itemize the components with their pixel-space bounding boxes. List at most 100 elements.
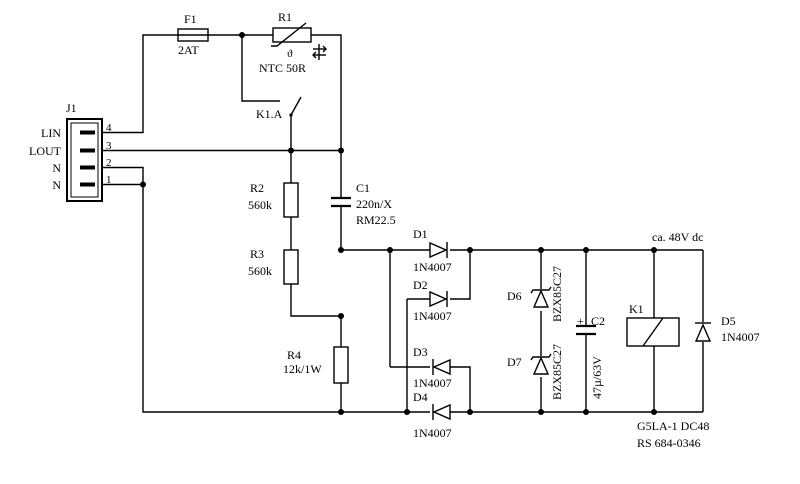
zener-triangle: [532, 356, 550, 375]
diode-value: 1N4007: [413, 376, 452, 390]
diode-anode-triangle: [432, 358, 451, 376]
diode-value: 1N4007: [721, 330, 760, 344]
junction-dot: [651, 409, 657, 415]
junction-dot: [538, 247, 544, 253]
connector-pin-2: [80, 165, 95, 170]
resistor-body: [333, 346, 349, 384]
contact-blade: [290, 96, 302, 116]
ntc-ref: R1: [278, 10, 292, 24]
coil-part: G5LA-1 DC48: [637, 419, 709, 433]
ntc-slash: [271, 22, 307, 47]
pin-number-4: 4: [106, 122, 112, 134]
connector-pin-4: [80, 130, 95, 135]
resistor-value: 560k: [248, 198, 272, 212]
diode-d2: D2 1N4007: [413, 278, 452, 323]
resistor-ref: R2: [250, 181, 264, 195]
ntc-body: [272, 27, 312, 43]
coil-order-number: RS 684-0346: [637, 436, 701, 450]
wire-d3-out: [450, 366, 471, 412]
resistor-ref: R4: [287, 348, 301, 362]
junction-dot: [387, 247, 393, 253]
wire-lin: [102, 34, 178, 134]
junction-dot: [140, 181, 146, 188]
connector-pin-1: [80, 182, 95, 187]
pin-number-3: 3: [106, 140, 112, 152]
resistor-value: 560k: [248, 264, 272, 278]
connector-ref: J1: [66, 101, 77, 115]
junction-dot: [538, 409, 544, 415]
junction-dot: [467, 409, 473, 415]
supply-voltage-label: ca. 48V dc: [652, 230, 703, 244]
diode-d5: D5 1N4007: [694, 314, 760, 344]
diode-anode-triangle: [432, 403, 451, 421]
contact-ref: K1.A: [256, 107, 283, 121]
junction-dot: [404, 409, 410, 415]
junction-dot: [338, 247, 344, 253]
pin-label-n2: N: [52, 161, 61, 175]
diode-ref: D3: [413, 345, 428, 359]
capacitor-value: 47µ/63V: [590, 356, 604, 399]
capacitor-value: 220n/X: [356, 197, 392, 211]
junction-dot: [239, 32, 245, 38]
zener-ref: D6: [507, 289, 522, 303]
capacitor-ref: C1: [356, 181, 370, 195]
ntc-r1: R1 ϑ NTC 50R: [259, 10, 327, 75]
wires: [102, 34, 704, 413]
fuse-ref: F1: [184, 12, 197, 26]
capacitor-pitch: RM22.5: [356, 213, 396, 227]
wire-neutral-bottom: [142, 184, 341, 413]
junction-dot: [288, 147, 294, 154]
capacitor-c2: + C2 47µ/63V: [576, 314, 605, 399]
diode-value: 1N4007: [413, 426, 452, 440]
resistor-r2: R2 560k: [248, 181, 299, 218]
pin-number-2: 2: [106, 157, 112, 169]
diode-value: 1N4007: [413, 260, 452, 274]
junction-dot: [467, 247, 473, 253]
resistor-r3: R3 560k: [248, 247, 299, 285]
relay-contact-k1a: K1.A: [256, 96, 302, 121]
junction-dot: [651, 247, 657, 253]
junction-dot: [583, 409, 589, 415]
zener-value-d7: BZX85C27: [550, 344, 564, 400]
zener-cathode-bar: [530, 286, 552, 294]
resistor-r4: R4 12k/1W: [283, 346, 349, 384]
diode-ref: D2: [413, 278, 428, 292]
relay-coil-k1: K1 G5LA-1 DC48 RS 684-0346: [626, 302, 709, 450]
diode-ref: D5: [721, 314, 736, 328]
resistor-body: [283, 249, 299, 285]
wire-to-contact: [241, 35, 280, 102]
diode-anode-triangle: [429, 241, 448, 259]
resistor-ref: R3: [250, 247, 264, 261]
pin-label-n1: N: [52, 178, 61, 192]
diode-anode-triangle: [694, 323, 712, 342]
connector-inner: [70, 122, 99, 198]
zener-d7: D7: [507, 353, 552, 375]
diode-ref: D1: [413, 227, 428, 241]
zener-triangle: [532, 289, 550, 308]
pin-label-lout: LOUT: [29, 144, 62, 158]
junctions: [140, 32, 657, 415]
diode-d3: D3 1N4007: [413, 345, 452, 390]
junction-dot: [338, 147, 344, 154]
diode-anode-triangle: [429, 290, 448, 308]
zener-value-d6: BZX85C27: [550, 266, 564, 322]
zener-ref: D7: [507, 355, 522, 369]
connector-j1: J1 LIN LOUT N N 4 3 2 1: [29, 101, 112, 202]
capacitor-polarity: +: [577, 314, 584, 328]
pin-number-1: 1: [106, 174, 112, 186]
zener-d6: D6: [507, 286, 552, 308]
resistor-value: 12k/1W: [283, 362, 322, 376]
temperature-arrows-icon: [312, 44, 327, 60]
wire-r3-bottom: [290, 284, 341, 317]
contact-pivot: [289, 113, 293, 117]
pin-label-lin: LIN: [41, 126, 61, 140]
ntc-symbol: ϑ: [287, 48, 293, 60]
fuse-value: 2AT: [178, 43, 199, 57]
diode-d4: D4 1N4007: [413, 390, 452, 440]
junction-dot: [338, 409, 344, 415]
wire-n-pins: [102, 166, 144, 186]
capacitor-c1: C1 220n/X RM22.5: [331, 181, 396, 227]
wire-ntc-right: [311, 34, 342, 152]
capacitor-ref: C2: [591, 314, 605, 328]
